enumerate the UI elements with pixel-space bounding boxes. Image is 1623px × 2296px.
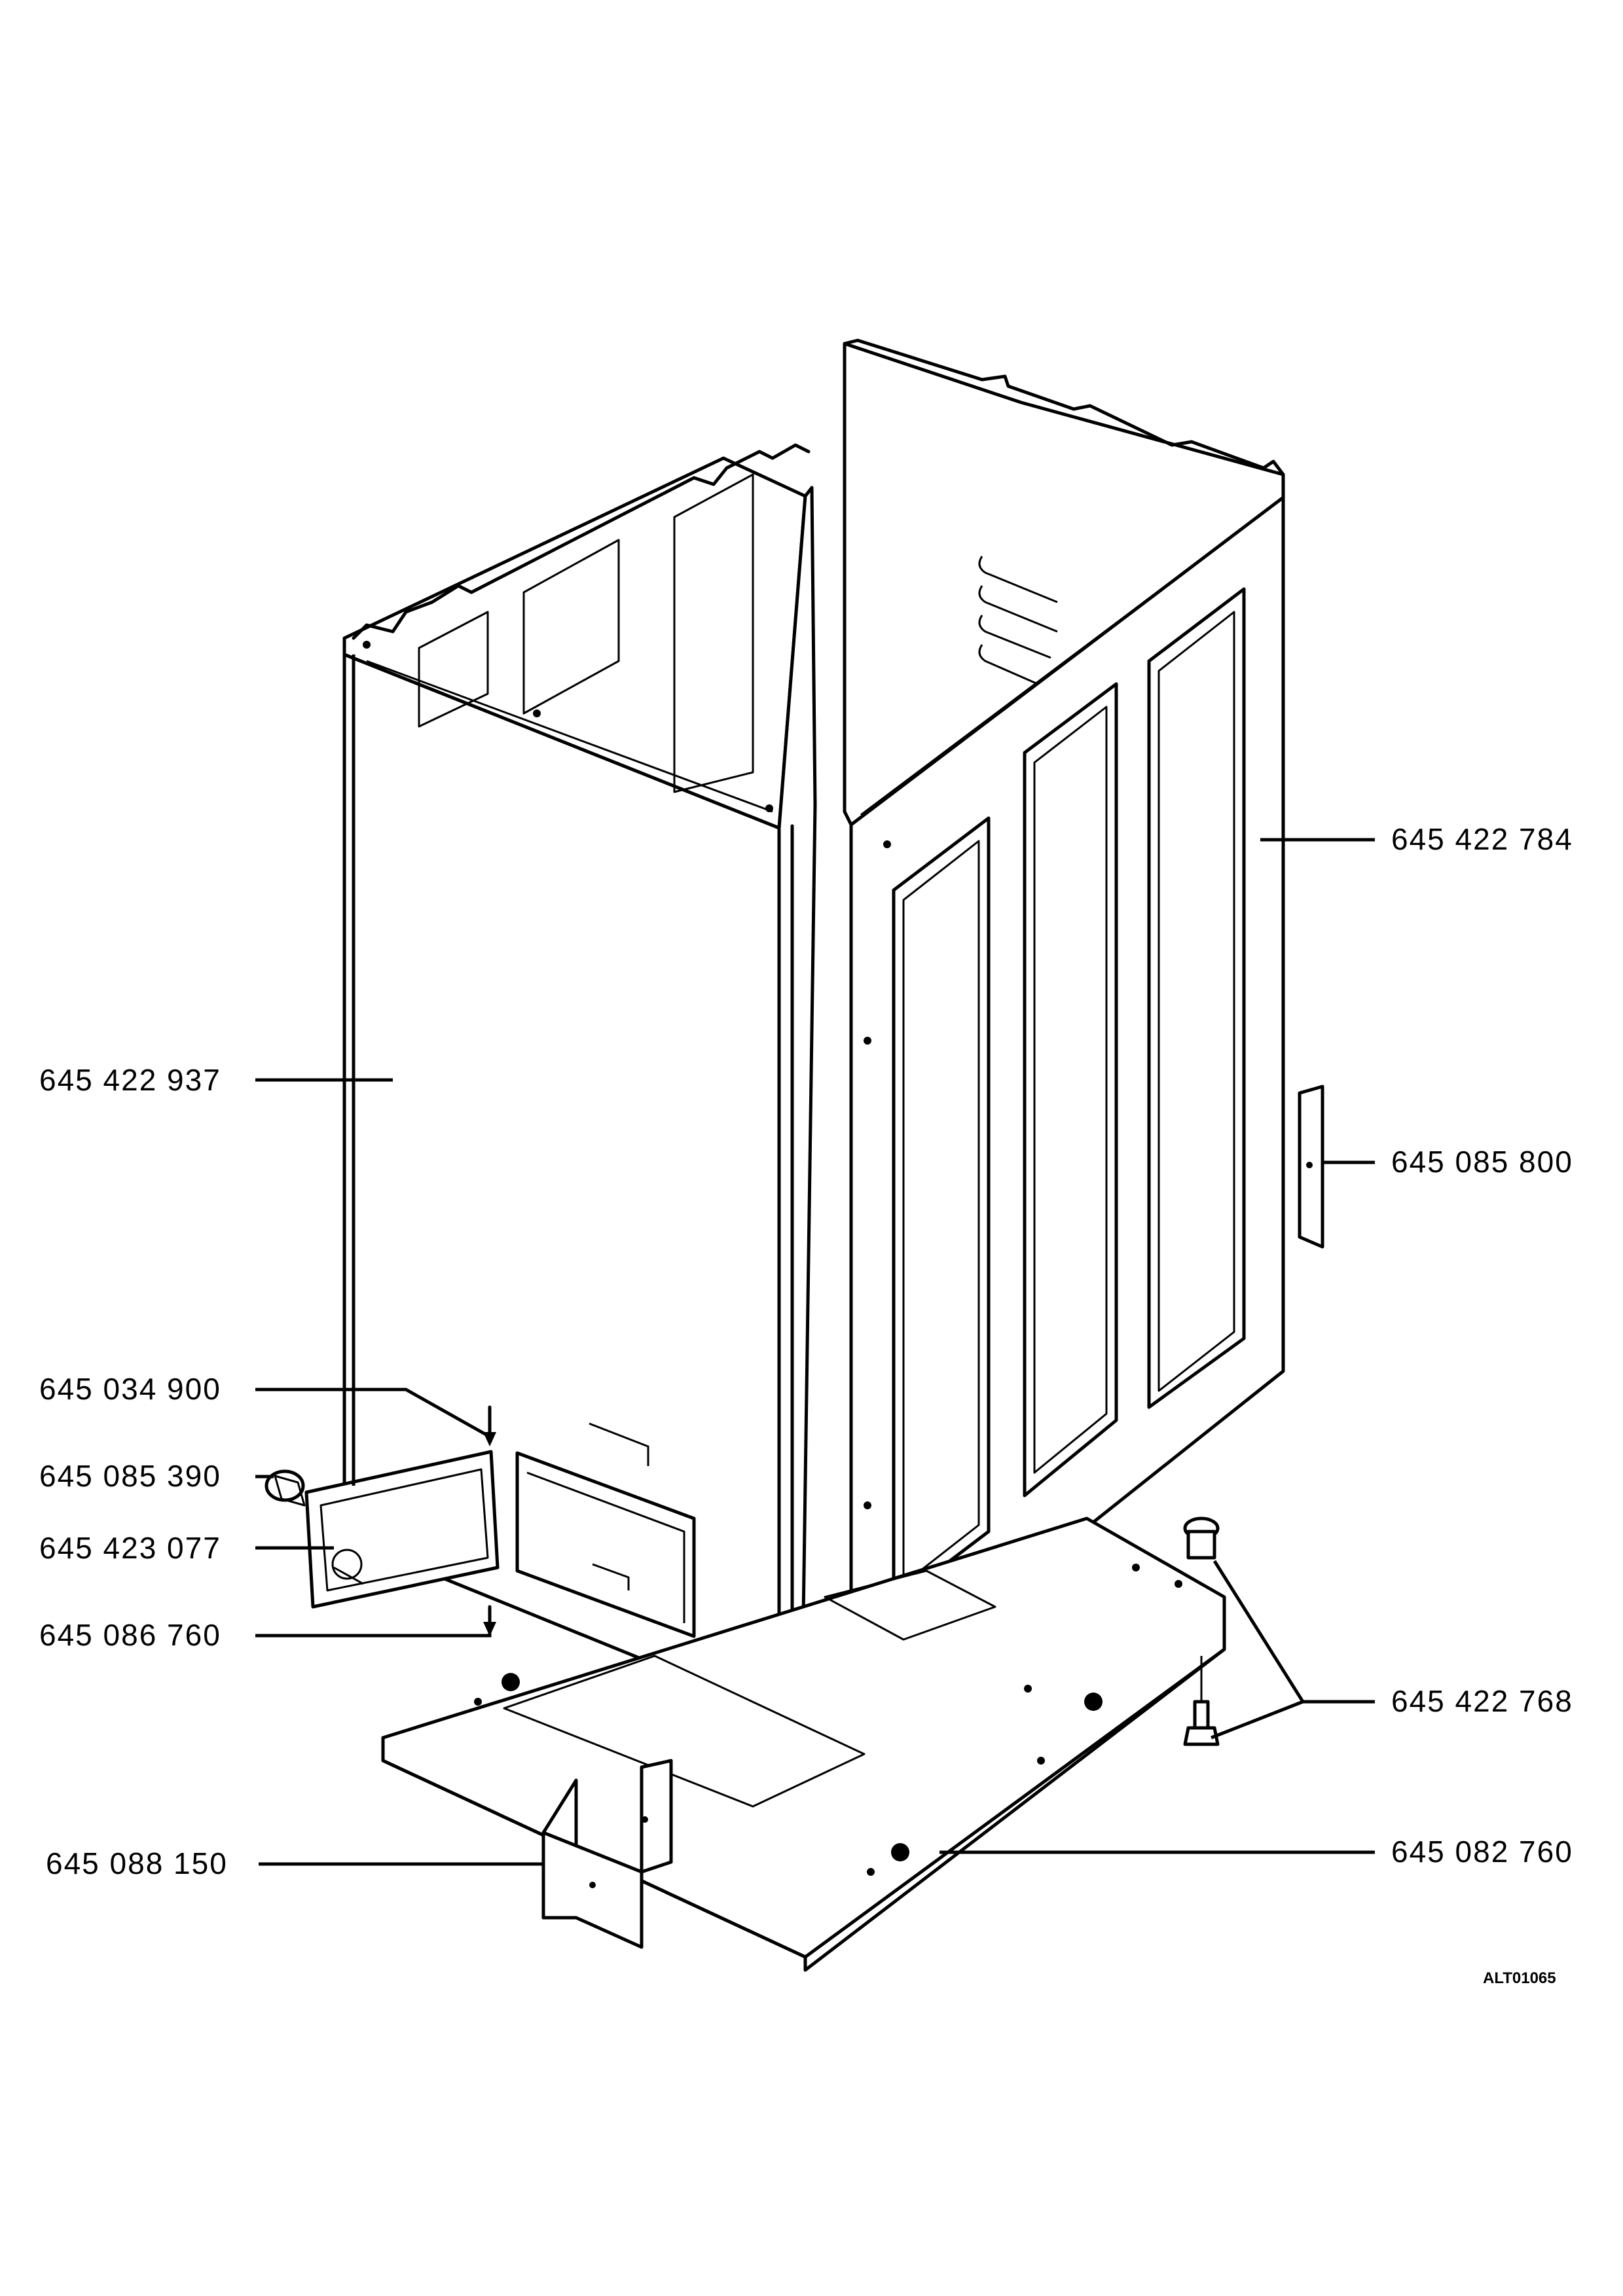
label-front-bracket: 645 088 150 xyxy=(46,1846,228,1880)
left-side-panel xyxy=(342,443,817,1717)
label-cover-plate: 645 423 077 xyxy=(39,1531,221,1565)
right-side-panel xyxy=(843,338,1285,1717)
right-bracket xyxy=(1298,1085,1324,1249)
label-side-panel-right: 645 422 784 xyxy=(1391,822,1573,856)
adjustable-foot xyxy=(1183,1516,1220,1746)
label-clip: 645 085 390 xyxy=(39,1459,221,1493)
label-screw-top: 645 034 900 xyxy=(39,1372,221,1406)
label-screw-bottom: 645 086 760 xyxy=(39,1618,221,1652)
front-bracket xyxy=(541,1759,673,1949)
label-adjustable-foot: 645 422 768 xyxy=(1391,1684,1573,1718)
label-bracket-right: 645 085 800 xyxy=(1391,1145,1573,1179)
cover-plate xyxy=(304,1450,500,1609)
label-side-panel-left: 645 422 937 xyxy=(39,1063,221,1097)
base-frame xyxy=(381,1516,1226,1972)
leader-lines xyxy=(255,655,1375,1866)
label-base-frame: 645 082 760 xyxy=(1391,1835,1573,1869)
clip xyxy=(264,1469,306,1507)
drawing-code: ALT01065 xyxy=(1483,1969,1556,1987)
